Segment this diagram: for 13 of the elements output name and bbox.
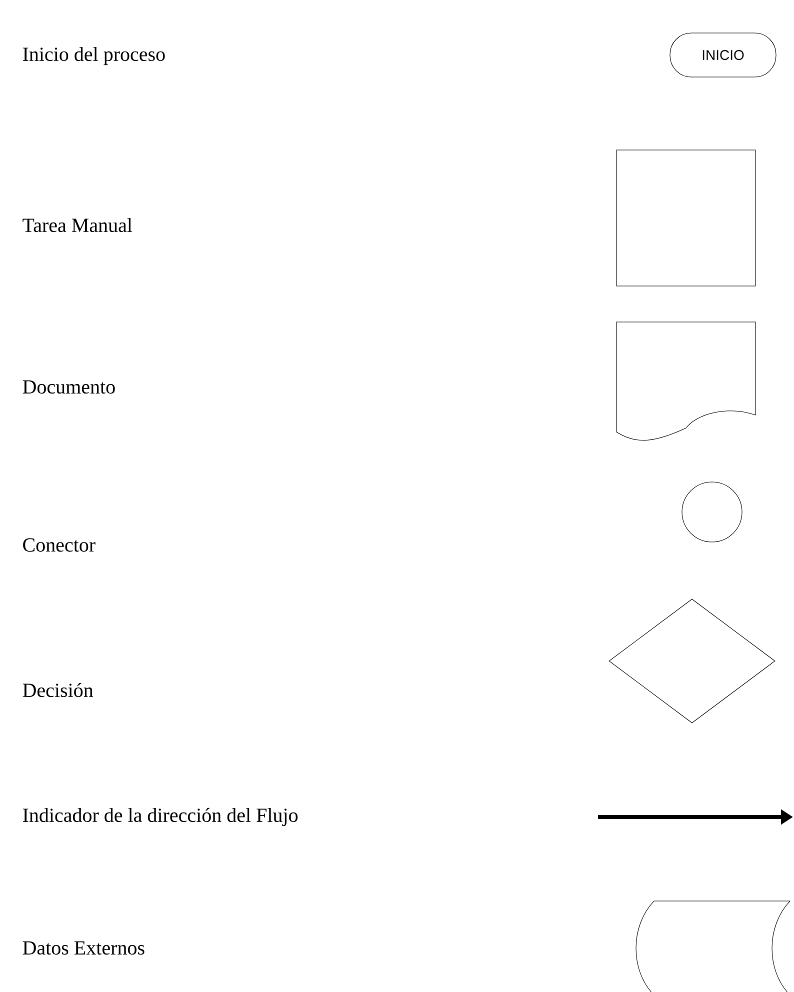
connector-circle: [682, 482, 742, 542]
symbol-label: Indicador de la dirección del Flujo: [23, 808, 298, 826]
document-shape: [616, 322, 756, 441]
external-data-shape: [636, 900, 790, 992]
process-box: [616, 150, 756, 286]
symbol-label: Datos Externos: [22, 941, 144, 955]
symbol-label: Inicio del proceso: [23, 46, 165, 66]
symbol-label: Tarea Manual: [22, 218, 132, 232]
terminal-box: INICIO: [670, 32, 776, 78]
symbol-label: Documento: [22, 380, 115, 394]
decision-diamond: [608, 598, 776, 724]
symbol-label: Conector: [23, 538, 96, 552]
symbol-label: Decisión: [22, 682, 94, 698]
